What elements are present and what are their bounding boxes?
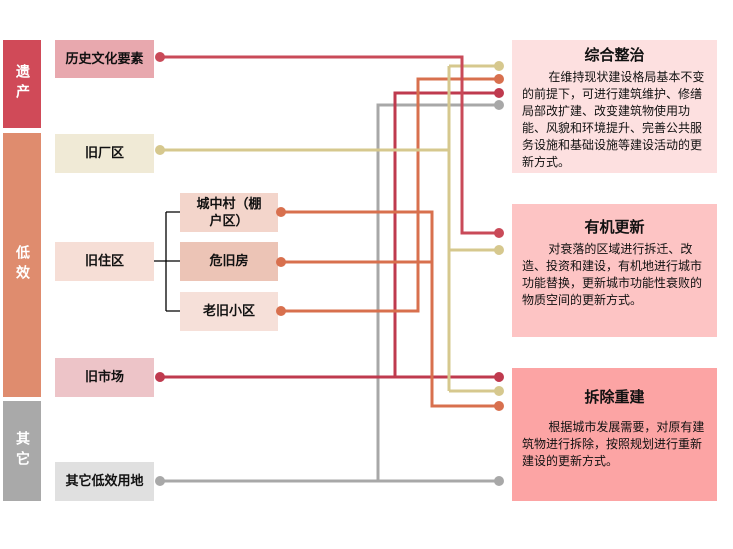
connector-dots bbox=[155, 52, 504, 486]
result-desc: 根据城市发展需要，对原有建筑物进行拆除，按照规划进行重新建设的更新方式。 bbox=[522, 420, 705, 468]
source-heritage: 历史文化要素 bbox=[55, 40, 154, 78]
dot bbox=[276, 207, 286, 217]
dot bbox=[494, 100, 504, 110]
dot bbox=[494, 476, 504, 486]
line-market bbox=[160, 91, 498, 379]
category-heritage: 遗产 bbox=[3, 40, 41, 128]
result-comprehensive: 综合整治 在维持现状建设格局基本不变的前提下，可进行建筑维护、修缮局部改扩建、改… bbox=[512, 40, 717, 173]
result-desc: 在维持现状建设格局基本不变的前提下，可进行建筑维护、修缮局部改扩建、改变建筑物使… bbox=[522, 70, 705, 169]
subsource-old-community: 老旧小区 bbox=[180, 292, 278, 331]
dot bbox=[155, 372, 165, 382]
source-other: 其它低效用地 bbox=[55, 462, 154, 501]
dot bbox=[494, 74, 504, 84]
dot bbox=[276, 257, 286, 267]
dot bbox=[155, 145, 165, 155]
result-desc: 对衰落的区域进行拆迁、改造、投资和建设，有机地进行城市功能替换，更新城市功能性衰… bbox=[522, 242, 703, 307]
bracket bbox=[154, 211, 180, 312]
dot bbox=[494, 88, 504, 98]
dot bbox=[494, 372, 504, 382]
dot bbox=[155, 52, 165, 62]
result-title: 拆除重建 bbox=[584, 388, 645, 406]
dot bbox=[494, 61, 504, 71]
category-inefficient: 低效 bbox=[3, 133, 41, 397]
source-factory: 旧厂区 bbox=[55, 134, 154, 173]
result-organic: 有机更新 对衰落的区域进行拆迁、改造、投资和建设，有机地进行城市功能替换，更新城… bbox=[512, 204, 717, 337]
subsource-village: 城中村（棚户区） bbox=[180, 193, 278, 232]
line-heritage bbox=[160, 55, 498, 235]
dot bbox=[494, 401, 504, 411]
dot bbox=[494, 386, 504, 396]
subsource-dangerous: 危旧房 bbox=[180, 242, 278, 281]
source-market: 旧市场 bbox=[55, 358, 154, 397]
result-title: 有机更新 bbox=[584, 218, 645, 236]
result-rebuild: 拆除重建 根据城市发展需要，对原有建筑物进行拆除，按照规划进行重新建设的更新方式… bbox=[512, 368, 717, 501]
dot bbox=[494, 245, 504, 255]
line-residential bbox=[281, 77, 498, 408]
dot bbox=[494, 228, 504, 238]
line-factory bbox=[160, 64, 498, 393]
line-gray bbox=[160, 103, 498, 483]
source-residential: 旧住区 bbox=[55, 242, 154, 281]
dot bbox=[276, 306, 286, 316]
dot bbox=[155, 476, 165, 486]
category-other: 其它 bbox=[3, 401, 41, 501]
result-title: 综合整治 bbox=[584, 46, 645, 64]
